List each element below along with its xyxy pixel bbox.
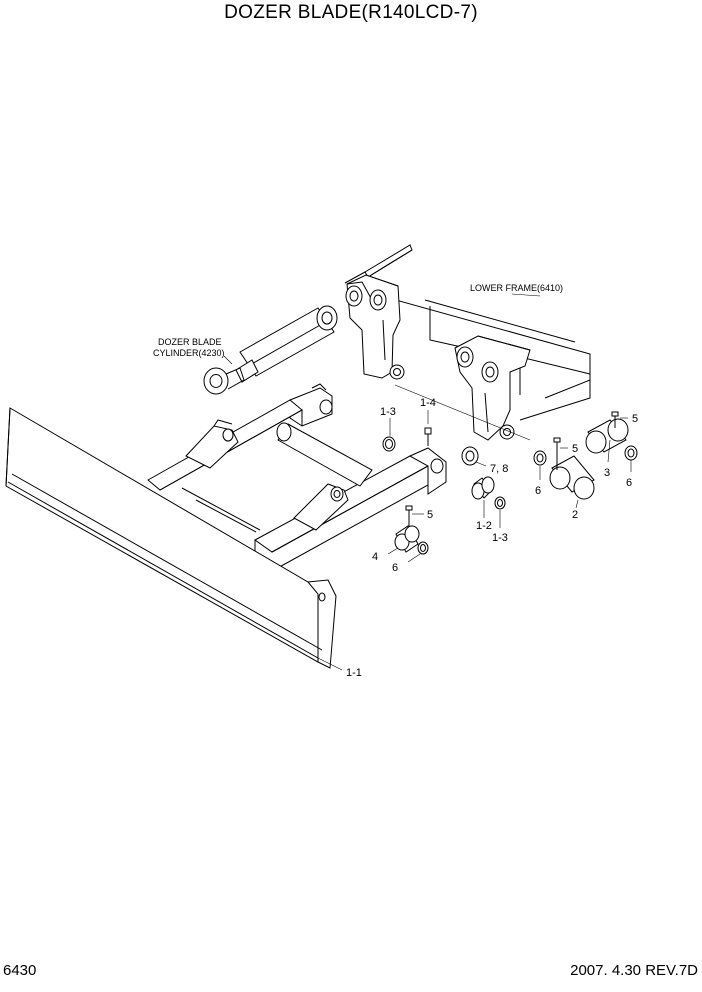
lower-frame-note: LOWER FRAME(6410) bbox=[470, 283, 563, 293]
page-title: DOZER BLADE(R140LCD-7) bbox=[224, 2, 478, 23]
date-revision: 2007. 4.30 REV.7D bbox=[570, 962, 698, 979]
callout-1-3-left: 1-3 bbox=[380, 406, 396, 418]
callout-6-bottom: 6 bbox=[392, 562, 398, 574]
leader-lines bbox=[223, 293, 632, 671]
lower-frame-drawing bbox=[344, 244, 591, 441]
callout-1-2: 1-2 bbox=[476, 520, 492, 532]
callout-1-4: 1-4 bbox=[420, 397, 436, 409]
callout-2: 2 bbox=[572, 509, 578, 521]
callout-5-bottom: 5 bbox=[427, 509, 433, 521]
callout-5-top: 5 bbox=[632, 413, 638, 425]
page-code: 6430 bbox=[3, 962, 37, 979]
callout-1-3-right: 1-3 bbox=[492, 532, 508, 544]
cylinder-note-line2: CYLINDER(4230) bbox=[153, 348, 225, 358]
callout-5-mid: 5 bbox=[572, 443, 578, 455]
callout-6-mid: 6 bbox=[535, 485, 541, 497]
callout-3: 3 bbox=[604, 467, 610, 479]
cylinder-note-line1: DOZER BLADE bbox=[158, 337, 222, 347]
dozer-frame-drawing bbox=[5, 383, 447, 669]
callout-7-8: 7, 8 bbox=[490, 463, 508, 475]
callout-6-right: 6 bbox=[626, 477, 632, 489]
callout-1-1: 1-1 bbox=[346, 667, 362, 679]
loose-parts-drawing bbox=[382, 411, 638, 555]
callout-4: 4 bbox=[372, 551, 378, 563]
dozer-blade-cylinder-drawing bbox=[203, 305, 338, 395]
